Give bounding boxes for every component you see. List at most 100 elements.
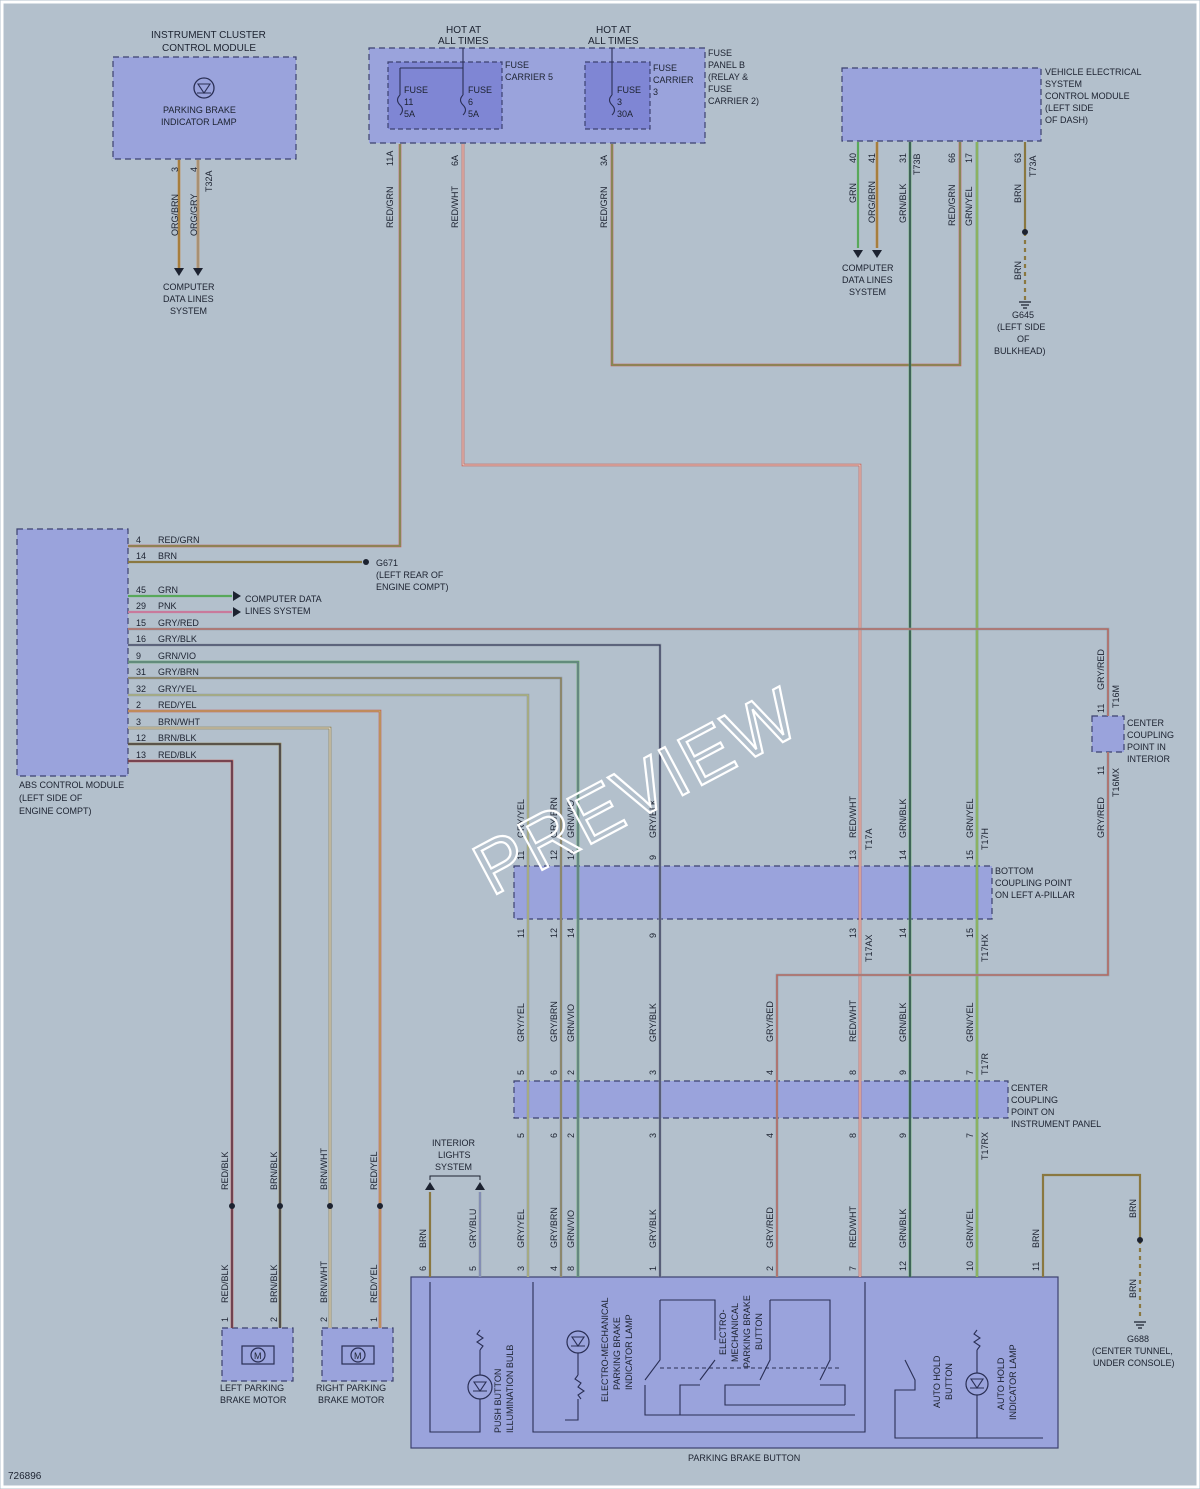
- ccip-3: POINT ON: [1011, 1107, 1054, 1117]
- fuse3-c: 30A: [617, 109, 633, 119]
- wire-abs-brnblk-stripe: [128, 743, 281, 1328]
- pbb-pin-3: 4: [549, 1266, 559, 1271]
- motor-splice-3: [377, 1203, 383, 1209]
- pbb-wire-6: GRY/RED: [765, 1207, 775, 1248]
- lm-p1: 1: [220, 1317, 230, 1322]
- wire-pbb-brn11: [1041, 1173, 1142, 1277]
- ils-2: LIGHTS: [438, 1150, 471, 1160]
- fuse-carrier-3-box: [584, 61, 651, 130]
- v31-pin: 31: [898, 153, 908, 163]
- cc-top-pin-4: 4: [765, 1070, 775, 1075]
- abs-3: ENGINE COMPT): [19, 806, 92, 816]
- conn-t73b: T73B: [912, 153, 922, 175]
- f11-pin: 11A: [385, 151, 395, 166]
- carrier5-1: FUSE: [505, 60, 529, 70]
- bc-top-wire-3: GRY/BLK: [648, 799, 658, 838]
- pbb-pin-8: 12: [898, 1261, 908, 1271]
- wire-abs-grnvio-stripe: [128, 661, 579, 1277]
- abs-wire-7: GRY/BRN: [158, 667, 199, 677]
- pbb-pin-9: 10: [965, 1261, 975, 1271]
- v63-pin: 63: [1013, 153, 1023, 163]
- cdl3-1: COMPUTER DATA: [245, 594, 322, 604]
- bc-top-wire-2: GRN/VIO: [566, 800, 576, 838]
- cc-top-pin-6: 9: [898, 1070, 908, 1075]
- pbb-emb-3: PARKING BRAKE: [742, 1295, 752, 1368]
- vesc-4: (LEFT SIDE: [1045, 103, 1093, 113]
- v40-wire: GRN: [848, 183, 858, 203]
- ic-pin-4: 4: [189, 167, 199, 172]
- vesc-module-box: [841, 67, 1042, 142]
- cc-pin-11x: 11: [1096, 766, 1106, 775]
- cc-top-wire-6: GRN/BLK: [898, 1002, 908, 1042]
- pbb-pin-1: 5: [468, 1266, 478, 1271]
- cdl2-1: COMPUTER: [842, 263, 894, 273]
- g645-4: BULKHEAD): [994, 346, 1046, 356]
- cc-top-wire-7: GRN/YEL: [965, 1002, 975, 1042]
- cc-top-pin-5: 8: [848, 1070, 858, 1075]
- conn-t17a: T17A: [864, 828, 874, 850]
- left-motor-icon: [241, 1345, 275, 1365]
- wire-abs-gryred-stripe: [128, 628, 1109, 716]
- wire-abs-brnwht-stripe: [128, 727, 331, 1328]
- abs-pin-0: 4: [136, 535, 141, 545]
- rm-w2b: RED/YEL: [369, 1264, 379, 1303]
- abs-pin-11: 12: [136, 733, 146, 743]
- ils-arrow-1: [425, 1182, 435, 1190]
- wire-cc-gryred-stripe: [776, 752, 1109, 1277]
- abs-pin-12: 13: [136, 750, 146, 760]
- wire-f3: [610, 142, 962, 367]
- pbb-wire-8: GRN/BLK: [898, 1208, 908, 1248]
- fuse6-a: FUSE: [468, 85, 492, 95]
- abs-2: (LEFT SIDE OF: [19, 793, 83, 803]
- wire-abs-redblk: [128, 759, 234, 1328]
- wire-f11: [128, 144, 402, 548]
- rm-w1: BRN/WHT: [319, 1148, 329, 1190]
- conn-t17r: T17R: [980, 1052, 990, 1075]
- cc-top-wire: GRY/RED: [1096, 649, 1106, 690]
- rm-w2: RED/YEL: [369, 1151, 379, 1190]
- conn-t73a: T73A: [1028, 155, 1038, 177]
- ccip-1: CENTER: [1011, 1083, 1049, 1093]
- ic-wire-4: ORG/GRY: [189, 194, 199, 236]
- cc-top-wire-3: GRY/BLK: [648, 1003, 658, 1042]
- bc-bot-pin-3: 9: [648, 933, 658, 938]
- rm-p1: 2: [319, 1317, 329, 1322]
- cdl2-2: DATA LINES: [842, 275, 893, 285]
- ils-arrow-2: [475, 1182, 485, 1190]
- conn-t17ax: T17AX: [864, 934, 874, 962]
- right-motor-box: [321, 1327, 394, 1382]
- rpm-1: RIGHT PARKING: [316, 1383, 386, 1393]
- lamp-icons: [472, 1336, 985, 1392]
- conn-t17h: T17H: [980, 828, 990, 850]
- abs-pin-3: 29: [136, 601, 146, 611]
- vesc-1: VEHICLE ELECTRICAL: [1045, 67, 1142, 77]
- bc-top-pin-4: 13: [848, 850, 858, 860]
- ic-wire-3: ORG/BRN: [170, 194, 180, 236]
- cc-top-wire-2: GRN/VIO: [566, 1004, 576, 1042]
- panelb-4: FUSE: [708, 84, 732, 94]
- cc-top-wire-0: GRY/YEL: [516, 1003, 526, 1042]
- g688-wire-2: BRN: [1128, 1279, 1138, 1298]
- bc-top-wire-4: RED/WHT: [848, 796, 858, 838]
- pbb-wire-9: GRN/YEL: [965, 1208, 975, 1248]
- pbb-bulb-1: PUSH BUTTON: [493, 1369, 503, 1433]
- cc-bot-pin-4: 4: [765, 1133, 775, 1138]
- bc-bot-pin-0: 11: [516, 929, 526, 938]
- right-motor-icon: [341, 1345, 375, 1365]
- abs-pin-10: 3: [136, 717, 141, 727]
- abs-control-module-box: [16, 528, 129, 777]
- pbb-ahb-1: AUTO HOLD: [932, 1355, 942, 1408]
- ils-bracket: [429, 1175, 481, 1180]
- ils-3: SYSTEM: [435, 1162, 472, 1172]
- bc-bot-pin-4: 13: [848, 928, 858, 938]
- ic-pin-3: 3: [170, 167, 180, 172]
- conn-t17rx: T17RX: [980, 1132, 990, 1160]
- g645-1: G645: [1012, 310, 1034, 320]
- g671-1: G671: [376, 558, 398, 568]
- ccp-3: POINT IN: [1127, 742, 1166, 752]
- cc-bot-pin-7: 7: [965, 1133, 975, 1138]
- ccip-2: COUPLING: [1011, 1095, 1058, 1105]
- pbb-emb-2: MECHANICAL: [730, 1303, 740, 1362]
